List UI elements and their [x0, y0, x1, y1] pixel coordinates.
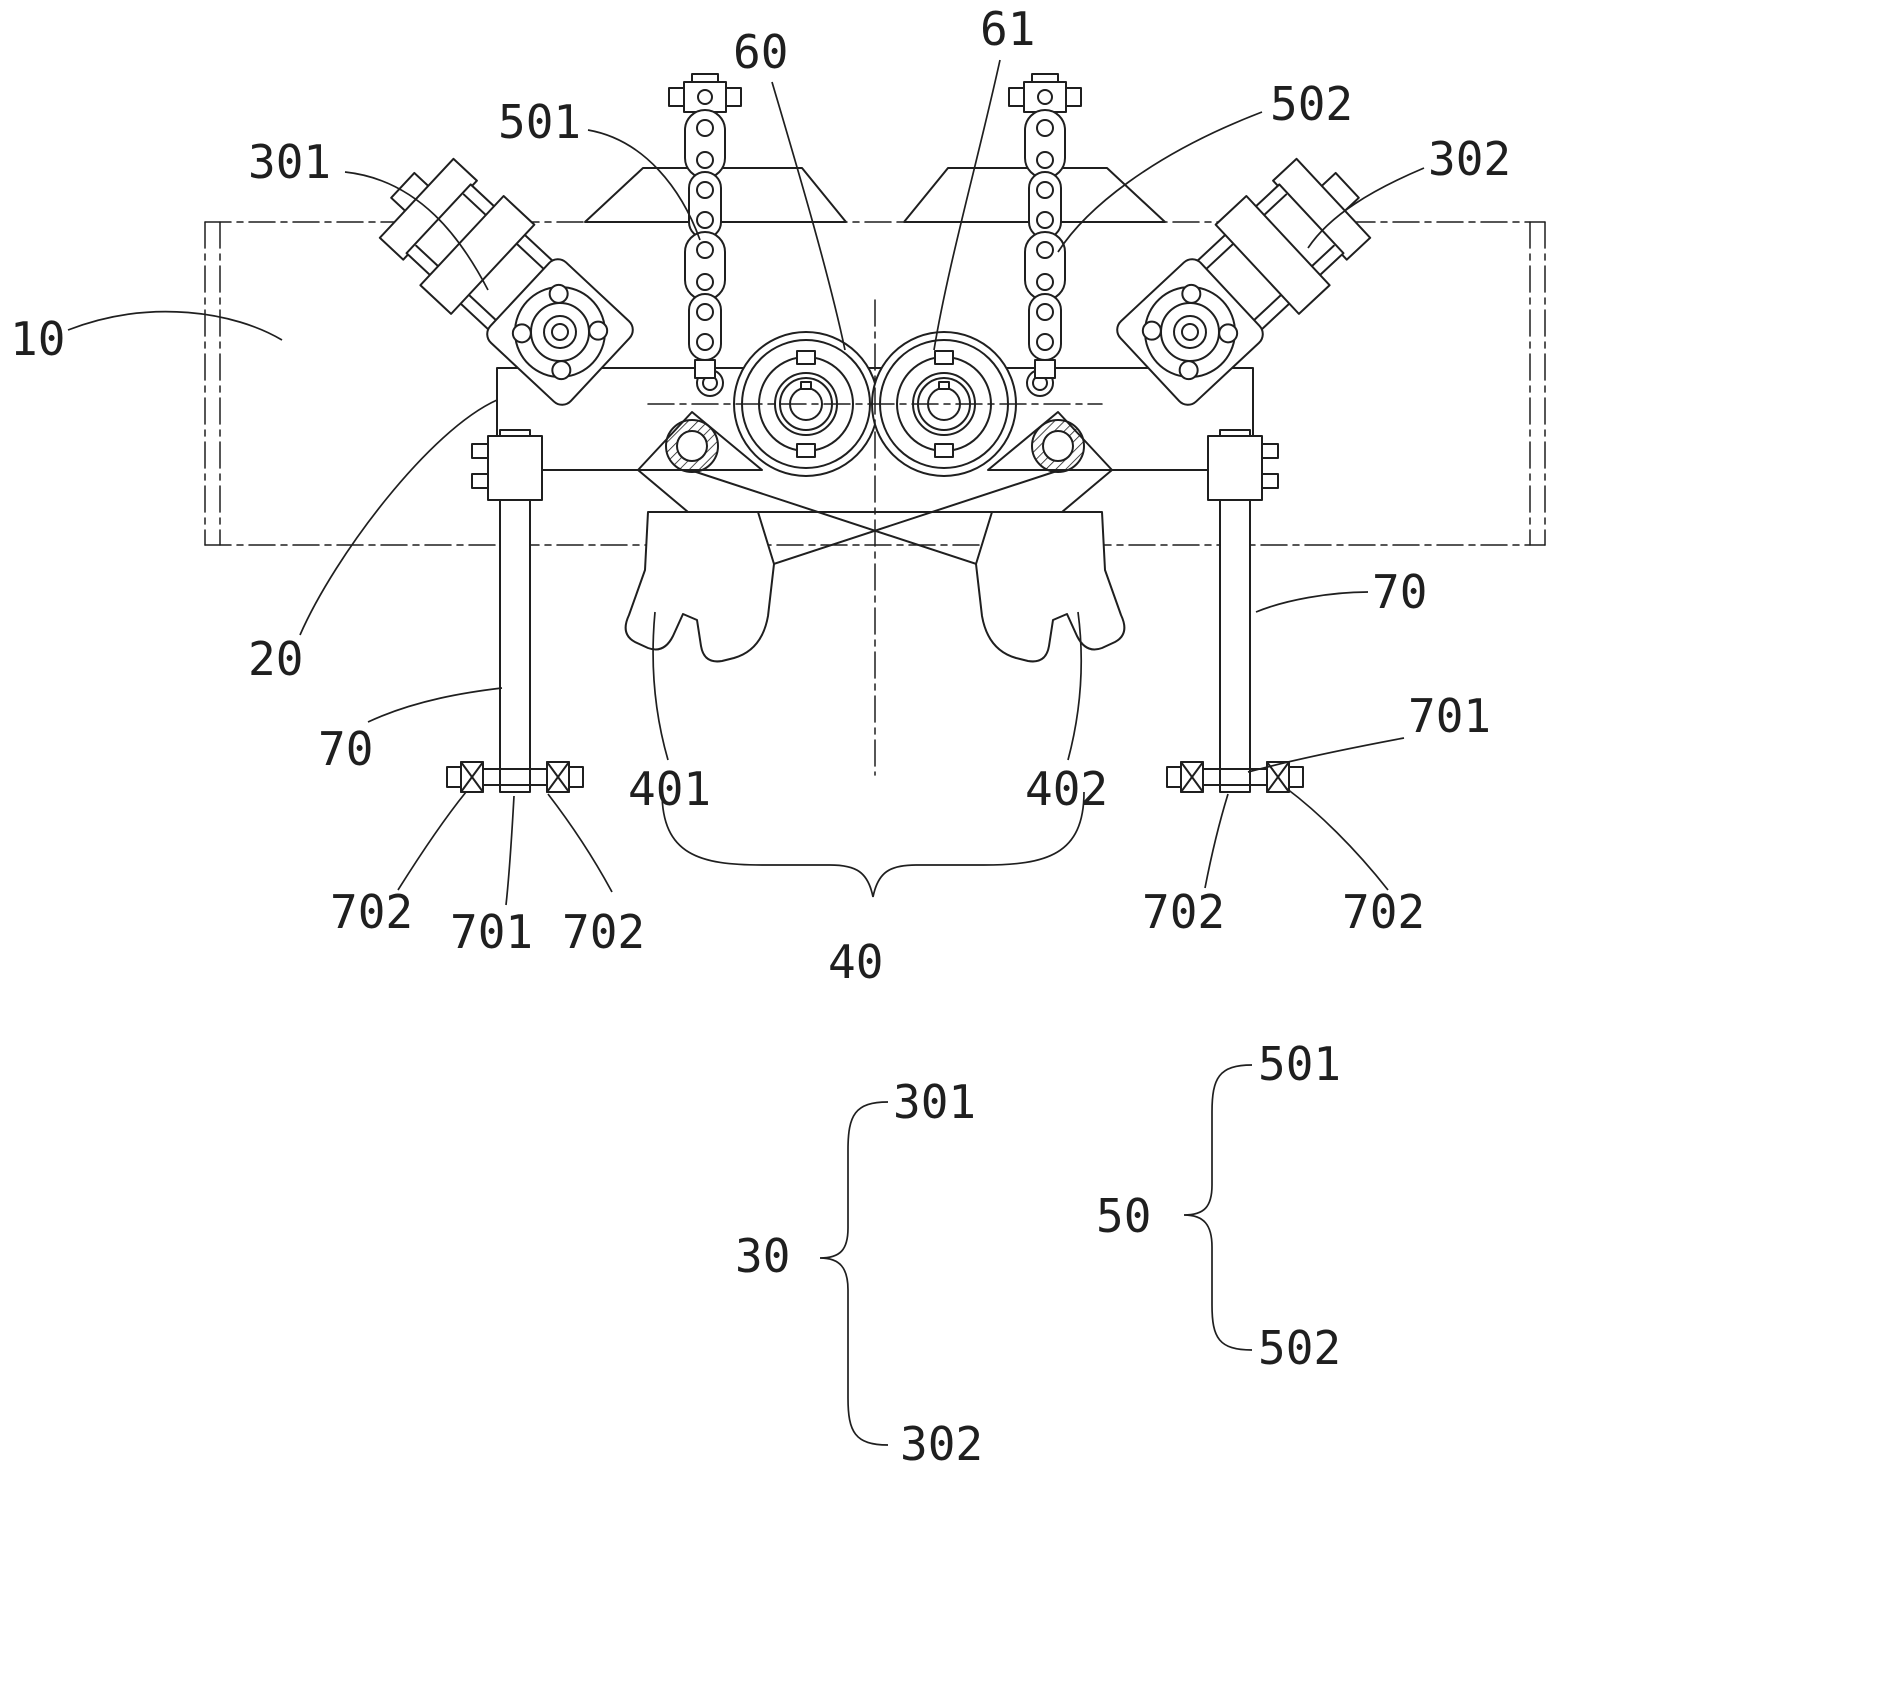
legend-30-parent: 30 [735, 1229, 790, 1283]
part-label-roller-right: 61 [980, 2, 1035, 56]
part-label-hooks-group: 40 [828, 935, 883, 989]
hanger-bar-right [1207, 429, 1279, 793]
part-label-frame: 10 [10, 312, 65, 366]
part-label-bolt-702-rl: 702 [1142, 885, 1225, 939]
part-label-hanger-left: 70 [318, 722, 373, 776]
part-label-cyl-left: 301 [248, 135, 331, 189]
legend-30-top: 301 [893, 1075, 976, 1129]
clamp-screw-left [637, 411, 763, 473]
legend-50-parent: 50 [1096, 1189, 1151, 1243]
clamp-screw-right [987, 411, 1113, 473]
leader-lines [67, 59, 1425, 1446]
centerlines [647, 299, 1103, 776]
legend-50-top: 501 [1258, 1037, 1341, 1091]
part-label-plate: 20 [248, 632, 303, 686]
part-label-hook-left: 401 [628, 762, 711, 816]
part-label-chain-left: 501 [498, 95, 581, 149]
part-label-bolt-702-lr: 702 [562, 905, 645, 959]
part-label-bolt-701-r: 701 [1408, 689, 1491, 743]
part-labels: 10 301 501 60 61 502 302 20 70 70 701 40… [10, 2, 1511, 989]
hook-right [975, 511, 1126, 663]
part-label-hook-right: 402 [1025, 762, 1108, 816]
legend-group-30: 30 301 302 [735, 1075, 983, 1471]
hanger-bar-left [471, 429, 543, 793]
part-label-roller-left: 60 [733, 25, 788, 79]
chain-left [668, 73, 742, 379]
legend-50-bottom: 502 [1258, 1321, 1341, 1375]
part-label-hanger-right: 70 [1372, 565, 1427, 619]
part-label-bolt-701-l: 701 [450, 905, 533, 959]
part-label-bolt-702-rr: 702 [1342, 885, 1425, 939]
chain-right [1008, 73, 1082, 379]
part-label-chain-right: 502 [1270, 77, 1353, 131]
legend-group-50: 50 501 502 [1096, 1037, 1341, 1375]
legend-30-bottom: 302 [900, 1417, 983, 1471]
hook-left [624, 511, 775, 663]
part-label-cyl-right: 302 [1428, 132, 1511, 186]
part-label-bolt-702-ll: 702 [330, 885, 413, 939]
